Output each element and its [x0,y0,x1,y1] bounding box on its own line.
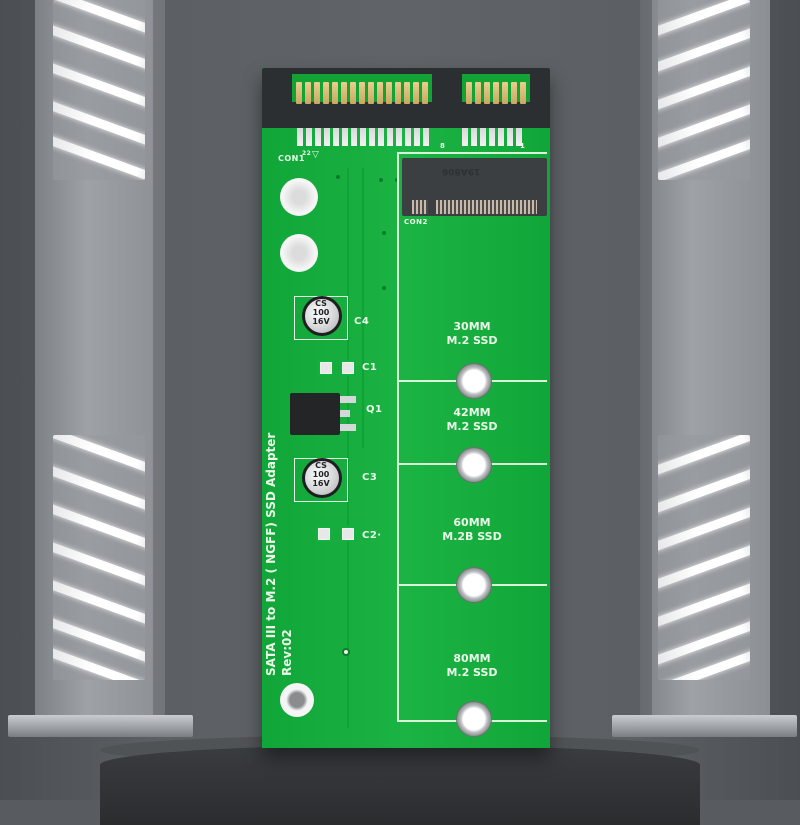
adapter-board: 8 1 CON1 22 ▽ 19A806 CON2 CS 100 16V C4 … [262,68,550,748]
pedestal [100,745,700,825]
board-title: SATA III to M.2 ( NGFF) SSD Adapter [264,432,278,676]
standoff-30mm [457,364,491,398]
sata-data-leads [297,128,437,148]
smd-pad [318,360,334,376]
left-base-plate [8,715,193,737]
right-bottom-light-panel [658,435,750,680]
con1-pin-end-label: 1 [520,142,526,150]
sata-data-slot [292,74,432,104]
smd-pad [340,360,356,376]
right-column [640,0,770,720]
q1-ref: Q1 [366,404,383,415]
c3-ref: C3 [362,472,378,483]
con1-label: CON1 [278,154,305,163]
capacitor-c4: CS 100 16V [294,296,350,340]
smd-pad [340,526,356,542]
mounting-hole [280,178,318,216]
smd-pad [316,526,332,542]
transistor-q1 [290,393,340,435]
standoff-80mm [457,702,491,736]
mounting-hole-bottom [280,683,314,717]
mounting-hole [280,234,318,272]
pin1-triangle-icon: ▽ [312,150,320,160]
con1-pin-marker: 22 [302,150,312,157]
con1-pin-start-label: 8 [440,142,446,150]
c2-ref: C2· [362,530,382,541]
left-column [35,0,165,720]
slot-marking: 19A806 [442,166,481,176]
left-bottom-light-panel [53,435,145,680]
con2-label: CON2 [404,218,428,226]
right-top-light-panel [658,0,750,180]
standoff-60mm [457,568,491,602]
c1-ref: C1 [362,362,378,373]
capacitor-c3: CS 100 16V [294,458,350,502]
sata-power-slot [462,74,530,104]
sata-connector [262,68,550,128]
left-top-light-panel [53,0,145,180]
standoff-42mm [457,448,491,482]
sata-power-leads [462,128,532,148]
c4-ref: C4 [354,316,370,327]
board-revision: Rev:02 [280,629,294,676]
right-base-plate [612,715,797,737]
m2-slot: 19A806 [402,158,547,216]
m2-area-outline [397,152,547,722]
